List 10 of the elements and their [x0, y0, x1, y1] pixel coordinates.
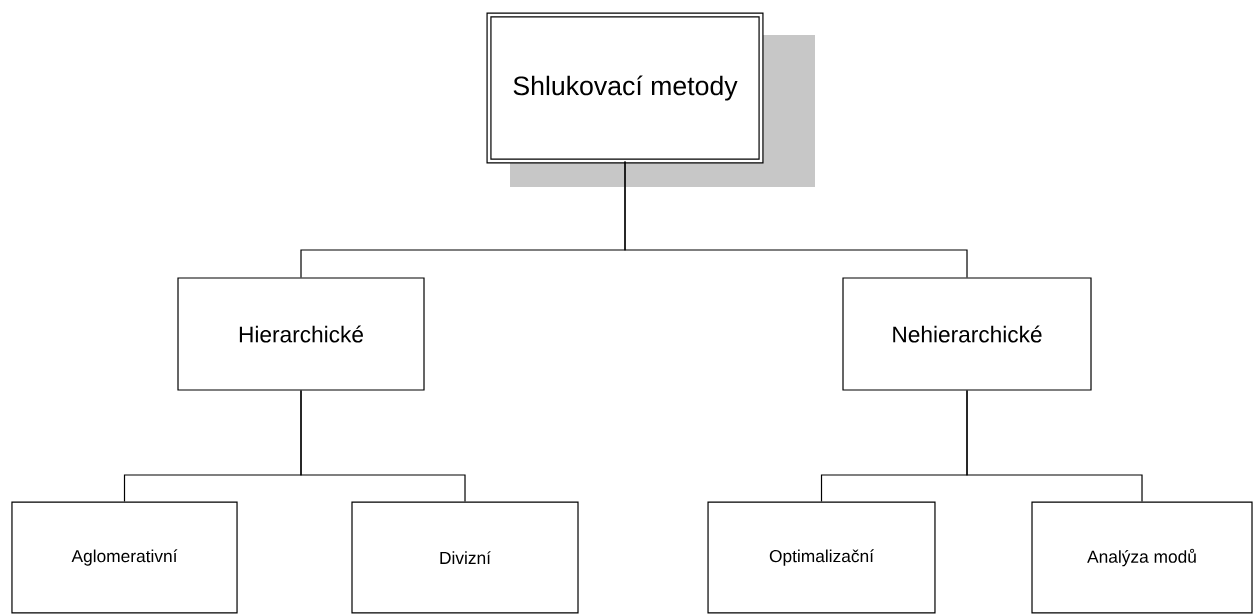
category-box: Analýza modů	[1031, 501, 1253, 614]
category-box: Aglomerativní	[11, 501, 238, 614]
category-box: Divizní	[351, 501, 579, 614]
category-box: Optimalizační	[707, 501, 936, 614]
connector-line	[300, 390, 466, 503]
title-box: Shlukovací metody	[486, 12, 815, 187]
category-box: Hierarchické	[177, 277, 425, 391]
connector-line	[624, 161, 968, 278]
category-box: Nehierarchické	[842, 277, 1092, 391]
connector-line	[966, 390, 1143, 503]
